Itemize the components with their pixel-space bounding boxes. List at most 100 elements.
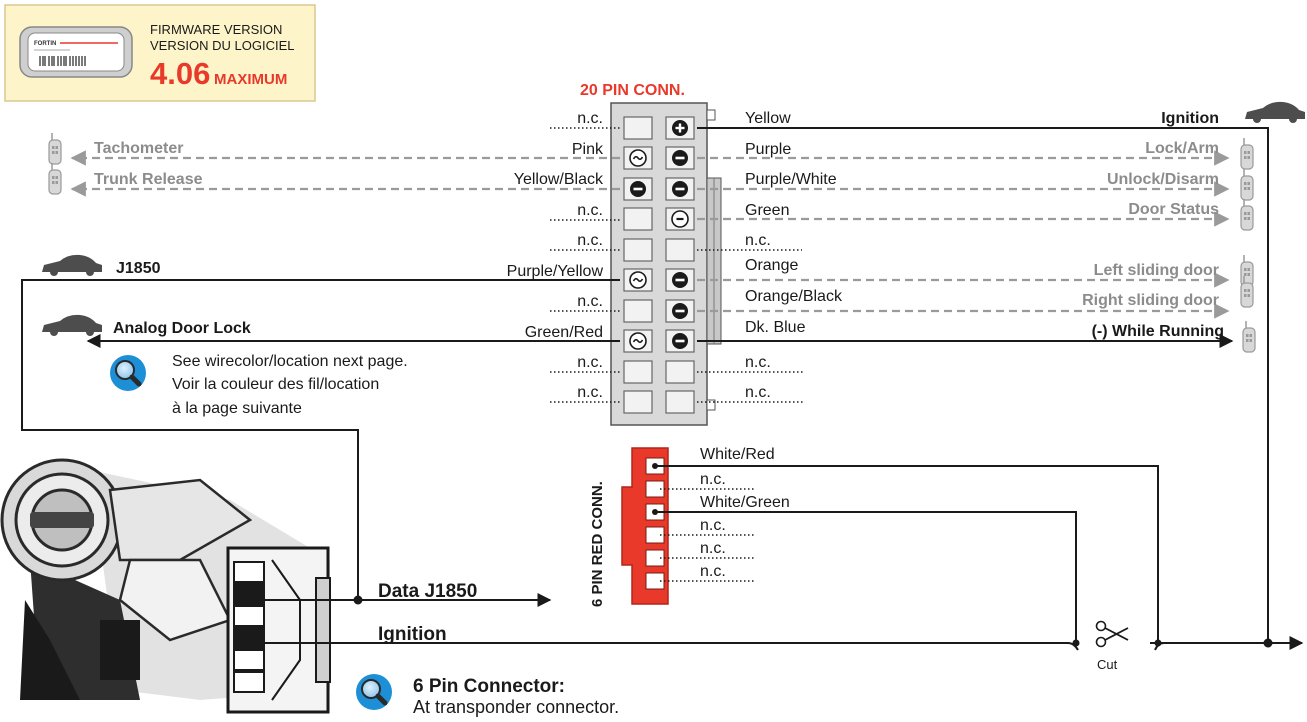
pin-cavity-right-6: [665, 268, 695, 292]
pin-r10-label: n.c.: [745, 384, 771, 401]
pin-l2-label: Pink: [572, 141, 604, 158]
firmware-line2: VERSION DU LOGICIEL: [150, 38, 294, 53]
pin-r7-label: Orange/Black: [745, 288, 843, 305]
func-unlock-disarm: Unlock/Disarm: [1107, 171, 1219, 188]
firmware-line1: FIRMWARE VERSION: [150, 22, 282, 37]
pin-r5-label: n.c.: [745, 232, 771, 249]
pin-cavity-left-3: [623, 177, 653, 201]
remote-icon: [1240, 168, 1254, 201]
remote-icon: [1240, 137, 1254, 170]
pin-l4-label: n.c.: [577, 202, 603, 219]
pin6-4-label: n.c.: [700, 517, 726, 534]
label-data-j1850: Data J1850: [378, 581, 477, 602]
label-cut: Cut: [1097, 657, 1118, 672]
bottom-wires: [250, 593, 1304, 651]
pin-cavity-left-8: [623, 329, 653, 353]
pin-l6-label: Purple/Yellow: [507, 263, 604, 280]
left-wires: [21, 150, 620, 600]
pin-cavity-right-2: [665, 146, 695, 170]
pin-cavity-right-10: [665, 390, 695, 414]
func-left-sliding-door: Left sliding door: [1094, 262, 1219, 279]
pin-cavity-left-4: [623, 207, 653, 231]
remote-icons-right: [1240, 101, 1305, 353]
pin-cavity-left-7: [623, 299, 653, 323]
note-line1: See wirecolor/location next page.: [172, 353, 408, 370]
pin-r6-label: Orange: [745, 257, 798, 274]
pin-cavity-left-1: [623, 116, 653, 140]
pin6-5-label: n.c.: [700, 540, 726, 557]
note-line2: Voir la couleur des fil/location: [172, 376, 379, 393]
pin-l3-label: Yellow/Black: [514, 171, 604, 188]
pin-r8-label: Dk. Blue: [745, 319, 806, 336]
scissors-icon: [1095, 620, 1129, 648]
func-analog-door-lock: Analog Door Lock: [113, 320, 251, 337]
label-ignition-bottom: Ignition: [378, 624, 447, 645]
func-j1850: J1850: [116, 260, 161, 277]
nc-stubs-right: [697, 249, 805, 403]
firmware-max-label: MAXIMUM: [214, 71, 287, 88]
left-function-labels: Tachometer Trunk Release J1850 Analog Do…: [94, 140, 251, 337]
func-tachometer: Tachometer: [94, 140, 184, 157]
connector20-pins: [623, 116, 695, 414]
magnifier-icon: [356, 674, 392, 710]
pin-cavity-left-5: [623, 238, 653, 262]
wirecolor-note: See wirecolor/location next page. Voir l…: [110, 353, 408, 417]
pin-cavity-right-9: [665, 360, 695, 384]
pin-l7-label: n.c.: [577, 293, 603, 310]
connector-6pin: 6 PIN RED CONN.: [589, 447, 669, 607]
module-icon: FORTIN: [19, 26, 133, 78]
remote-icon: [1240, 198, 1254, 231]
pin-cavity-right-1: [665, 116, 695, 140]
pin-r3-label: Purple/White: [745, 171, 837, 188]
firmware-box: FORTIN FIRMWARE VERSION VERSION DU LOGIC…: [4, 4, 316, 102]
remote-icon: [48, 162, 62, 195]
pin-cavity-left-6: [623, 268, 653, 292]
pin-r1-label: Yellow: [745, 110, 791, 127]
ignition-cylinder-illustration: [0, 458, 331, 714]
connector6-wires: White/Red n.c. White/Green n.c. n.c. n.c…: [655, 446, 1159, 643]
pin6-1-label: White/Red: [700, 446, 775, 463]
pin-connector-note: 6 Pin Connector: At transponder connecto…: [356, 674, 619, 717]
pin6-3-label: White/Green: [700, 494, 790, 511]
pin-r9-label: n.c.: [745, 354, 771, 371]
right-function-labels: Ignition Lock/Arm Unlock/Disarm Door Sta…: [1082, 110, 1224, 340]
note-line3: à la page suivante: [172, 400, 302, 417]
car-icon: [1245, 101, 1305, 123]
pin-cavity-left-2: [623, 146, 653, 170]
func-lock-arm: Lock/Arm: [1145, 140, 1219, 157]
pin-l10-label: n.c.: [577, 384, 603, 401]
module-brand: FORTIN: [34, 41, 56, 47]
right-wires: [697, 127, 1269, 643]
func-ignition: Ignition: [1161, 110, 1219, 127]
pin-cavity-right-3: [665, 177, 695, 201]
pin-l5-label: n.c.: [577, 232, 603, 249]
pin-l8-label: Green/Red: [525, 324, 603, 341]
pin-cavity-right-8: [665, 329, 695, 353]
pin-cavity-right-7: [665, 299, 695, 323]
connector6-title: 6 PIN RED CONN.: [589, 481, 606, 607]
func-door-status: Door Status: [1128, 201, 1219, 218]
pin-cavity-right-4: [665, 207, 695, 231]
magnifier-icon: [110, 355, 146, 391]
remote-icon: [1242, 320, 1256, 353]
firmware-version: 4.06: [150, 56, 210, 91]
pin-note-sub: At transponder connector.: [413, 697, 619, 717]
pin-l9-label: n.c.: [577, 354, 603, 371]
pin-r2-label: Purple: [745, 141, 791, 158]
remote-icon: [48, 132, 62, 165]
pin-note-title: 6 Pin Connector:: [413, 676, 565, 697]
pin-cavity-left-10: [623, 390, 653, 414]
pin-l1-label: n.c.: [577, 110, 603, 127]
func-trunk-release: Trunk Release: [94, 171, 203, 188]
connector20-left-labels: n.c. Pink Yellow/Black n.c. n.c. Purple/…: [507, 110, 604, 401]
connector-20pin: 20 PIN CONN.: [580, 82, 722, 426]
pin-cavity-right-5: [665, 238, 695, 262]
pin6-6-label: n.c.: [700, 563, 726, 580]
left-icons: [42, 132, 102, 336]
func-right-sliding-door: Right sliding door: [1082, 292, 1219, 309]
pin-r4-label: Green: [745, 202, 789, 219]
car-icon: [42, 314, 102, 336]
pin-cavity-left-9: [623, 360, 653, 384]
pin6-2-label: n.c.: [700, 471, 726, 488]
connector20-right-labels: Yellow Purple Purple/White Green n.c. Or…: [745, 110, 843, 401]
